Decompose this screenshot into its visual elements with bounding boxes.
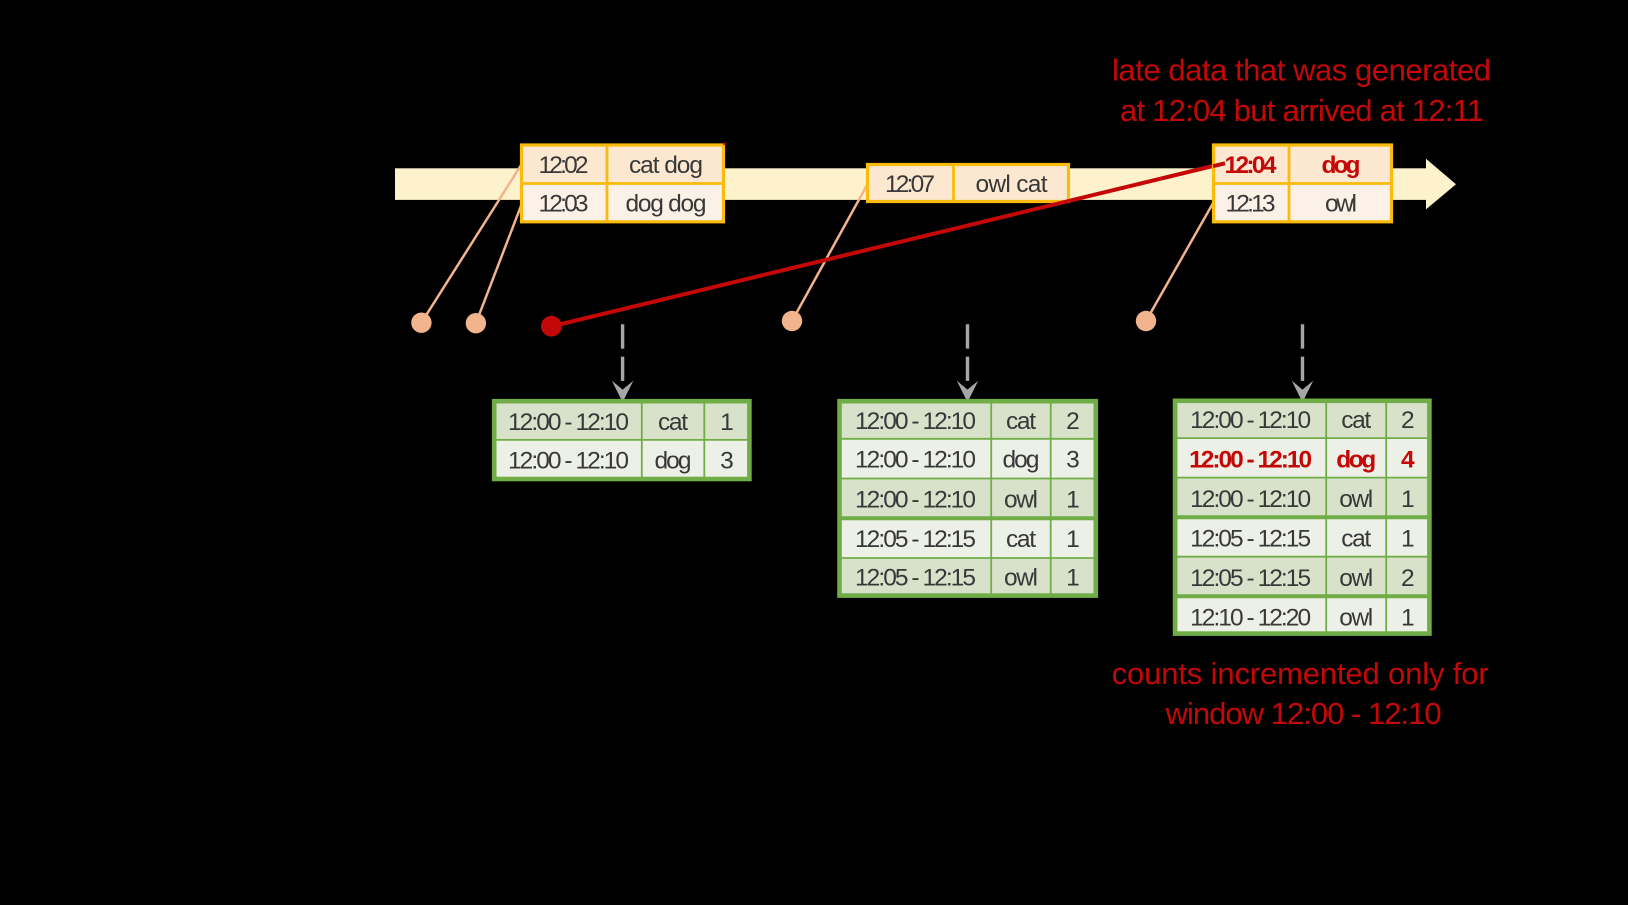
svg-text:cat: cat xyxy=(1006,526,1036,553)
svg-text:cat: cat xyxy=(1341,525,1371,552)
svg-text:at 12:04 but arrived at 12:11: at 12:04 but arrived at 12:11 xyxy=(1120,93,1484,128)
svg-text:1: 1 xyxy=(1401,486,1415,513)
svg-text:dog: dog xyxy=(1003,447,1040,474)
svg-text:1: 1 xyxy=(1066,565,1080,592)
svg-text:cat dog: cat dog xyxy=(629,152,703,179)
svg-text:12:00 - 12:10: 12:00 - 12:10 xyxy=(1190,407,1311,434)
svg-text:12:05 - 12:15: 12:05 - 12:15 xyxy=(855,526,976,553)
svg-text:cat: cat xyxy=(658,409,688,436)
svg-text:owl cat: owl cat xyxy=(976,171,1048,198)
svg-text:1: 1 xyxy=(1401,525,1415,552)
svg-text:1: 1 xyxy=(720,409,734,436)
svg-text:dog dog: dog dog xyxy=(626,191,707,218)
svg-text:2: 2 xyxy=(1401,407,1415,434)
svg-text:2: 2 xyxy=(1066,408,1080,435)
svg-text:12:13: 12:13 xyxy=(1226,191,1276,218)
svg-text:12:03: 12:03 xyxy=(539,191,589,218)
svg-text:12:05 - 12:15: 12:05 - 12:15 xyxy=(1190,565,1311,592)
svg-text:owl: owl xyxy=(1339,486,1373,513)
svg-text:12:02: 12:02 xyxy=(539,152,589,179)
svg-text:1: 1 xyxy=(1401,604,1415,631)
svg-text:12:00 - 12:10: 12:00 - 12:10 xyxy=(855,447,976,474)
svg-text:12:07: 12:07 xyxy=(885,171,935,198)
svg-text:3: 3 xyxy=(720,448,734,475)
svg-text:12:00 - 12:10: 12:00 - 12:10 xyxy=(508,448,629,475)
svg-text:12:00 - 12:10: 12:00 - 12:10 xyxy=(855,408,976,435)
svg-text:owl: owl xyxy=(1339,604,1373,631)
svg-text:12:10 - 12:20: 12:10 - 12:20 xyxy=(1190,604,1311,631)
svg-text:cat: cat xyxy=(1006,408,1036,435)
svg-text:12:04: 12:04 xyxy=(1225,152,1277,179)
svg-text:1: 1 xyxy=(1066,526,1080,553)
svg-text:dog: dog xyxy=(1322,152,1361,179)
svg-text:3: 3 xyxy=(1066,447,1080,474)
svg-text:window 12:00 - 12:10: window 12:00 - 12:10 xyxy=(1165,696,1442,731)
svg-text:2: 2 xyxy=(1401,565,1415,592)
svg-text:12:05 - 12:15: 12:05 - 12:15 xyxy=(1190,525,1311,552)
svg-text:12:00 - 12:10: 12:00 - 12:10 xyxy=(855,486,976,513)
svg-text:dog: dog xyxy=(655,448,692,475)
svg-text:counts incremented only for: counts incremented only for xyxy=(1112,656,1489,691)
svg-text:12:00 - 12:10: 12:00 - 12:10 xyxy=(1190,486,1311,513)
svg-text:12:05 - 12:15: 12:05 - 12:15 xyxy=(855,565,976,592)
svg-text:12:00 - 12:10: 12:00 - 12:10 xyxy=(508,409,629,436)
svg-text:1: 1 xyxy=(1066,486,1080,513)
svg-text:owl: owl xyxy=(1339,565,1373,592)
svg-text:dog: dog xyxy=(1336,446,1376,473)
svg-text:12:00 - 12:10: 12:00 - 12:10 xyxy=(1189,446,1312,473)
svg-text:owl: owl xyxy=(1004,486,1038,513)
svg-text:owl: owl xyxy=(1325,191,1357,218)
svg-text:late data that was generated: late data that was generated xyxy=(1112,53,1491,88)
svg-text:4: 4 xyxy=(1401,446,1415,473)
svg-text:owl: owl xyxy=(1004,565,1038,592)
svg-text:cat: cat xyxy=(1341,407,1371,434)
